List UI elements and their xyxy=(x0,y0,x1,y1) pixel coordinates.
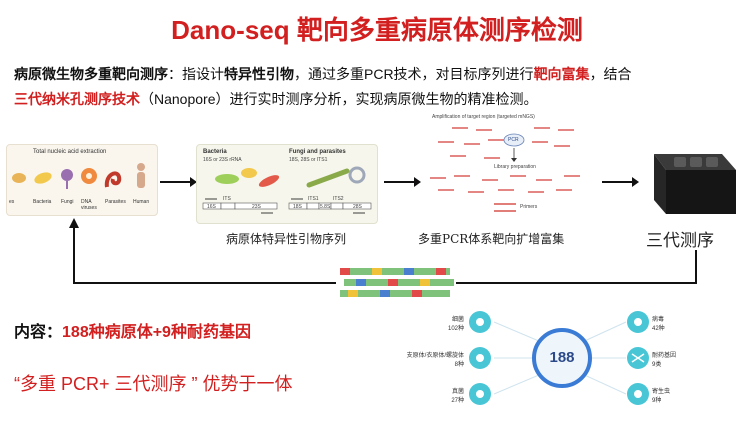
pcr-diagram xyxy=(430,127,580,212)
bacteria-icon xyxy=(34,172,52,184)
fungi-hypha-icon xyxy=(306,168,350,188)
extraction-item-dna-viruses: DNA viruses xyxy=(81,199,97,211)
node-parasite-icon xyxy=(627,383,649,405)
extraction-item-fungi: Fungi xyxy=(61,199,74,205)
extraction-title: Total nucleic acid extraction xyxy=(33,149,107,155)
extraction-panel: Total nucleic acid extraction es Bacteri… xyxy=(6,144,158,216)
region-its2: ITS2 xyxy=(333,196,344,202)
node-fungi-icon xyxy=(469,383,491,405)
primer-panel: Bacteria 16S or 23S rRNA Fungi and paras… xyxy=(196,144,378,224)
arrow-right-icon xyxy=(602,177,639,187)
page-title: Dano-seq 靶向多重病原体测序检测 xyxy=(171,15,583,45)
desc-primers: 特异性引物 xyxy=(224,66,294,82)
primer-panel-label: 病原体特异性引物序列 xyxy=(226,232,347,246)
pcr-header: Amplification of target region (targeted… xyxy=(432,114,535,120)
fungi-title: Fungi and parasites xyxy=(289,149,346,155)
content-prefix: 内容： xyxy=(14,324,63,341)
read-strands-icon xyxy=(340,268,454,297)
desc-text-4: （Nanopore）进行实时测序分析，实现病原微生物的精准检测。 xyxy=(140,91,538,107)
bacterium-yellow-icon xyxy=(241,168,257,178)
center-ring xyxy=(532,328,592,388)
desc-text-2: ，通过多重PCR技术，对目标序列进行 xyxy=(294,66,534,82)
organism-icons xyxy=(12,163,145,189)
region-its1: ITS1 xyxy=(308,196,319,202)
content-value: 188种病原体+9种耐药基因 xyxy=(62,324,251,341)
library-label: Library preparation xyxy=(494,164,536,170)
region-16s: 16S xyxy=(207,204,216,210)
desc-enrichment: 靶向富集 xyxy=(533,66,590,82)
pcr-tube-icon xyxy=(503,133,525,147)
node-bacteria-icon xyxy=(469,311,491,333)
node-resistance-gene-icon xyxy=(627,347,649,369)
bacterium-red-icon xyxy=(258,175,280,187)
pcr-panel: Amplification of target region (targeted… xyxy=(424,112,594,222)
pathogen-radial-diagram xyxy=(469,311,649,405)
fungi-sub: 18S, 28S or ITS1 xyxy=(289,157,328,163)
desc-term: 病原微生物多重靶向测序 xyxy=(14,66,168,82)
region-28s: 28S xyxy=(353,204,362,210)
description: 病原微生物多重靶向测序：指设计特异性引物，通过多重PCR技术，对目标序列进行靶向… xyxy=(14,62,740,112)
region-its: ITS xyxy=(223,196,231,202)
desc-nanopore: 三代纳米孔测序技术 xyxy=(14,91,140,107)
arrow-up-icon xyxy=(69,218,79,228)
pcr-label: PCR xyxy=(508,137,519,143)
region-23s: 23S xyxy=(252,204,261,210)
sequencer-label: 三代测序 xyxy=(646,231,714,251)
extraction-item-parasites: Parasites xyxy=(105,199,126,205)
bacterium-green-icon xyxy=(215,174,239,184)
extraction-item-es: es xyxy=(9,199,15,205)
bacteria-sub: 16S or 23S rRNA xyxy=(203,157,242,163)
advantage-slogan: “多重 PCR+ 三代测序 ” 优势于一体 xyxy=(14,374,293,394)
region-18s: 18S xyxy=(293,204,302,210)
content-summary: 内容：188种病原体+9种耐药基因 xyxy=(14,318,251,342)
nanopore-sequencer-icon xyxy=(654,154,736,214)
gene-diagram xyxy=(202,166,372,214)
primers-label: Primers xyxy=(520,204,538,210)
bacterium-icon xyxy=(12,173,26,183)
pcr-panel-label: 多重PCR体系靶向扩增富集 xyxy=(418,232,565,246)
extraction-item-bacteria: Bacteria xyxy=(33,199,52,205)
node-mycoplasma-icon xyxy=(469,347,491,369)
fungi-icon xyxy=(61,169,73,181)
human-icon xyxy=(137,163,145,171)
node-virus-icon xyxy=(627,311,649,333)
arrow-right-icon xyxy=(160,177,197,187)
extraction-item-human: Human xyxy=(133,199,150,205)
amplicon-lines xyxy=(430,127,580,193)
region-5-8s: 5.8S xyxy=(320,204,331,210)
bacteria-title: Bacteria xyxy=(203,149,227,155)
desc-text-3: ，结合 xyxy=(589,66,632,82)
parasite-ring-icon xyxy=(348,166,366,184)
radial-center-value: 188 xyxy=(549,349,575,366)
desc-text-1: ：指设计 xyxy=(168,66,224,82)
parasite-icon xyxy=(104,171,122,188)
arrow-right-icon xyxy=(384,177,421,187)
